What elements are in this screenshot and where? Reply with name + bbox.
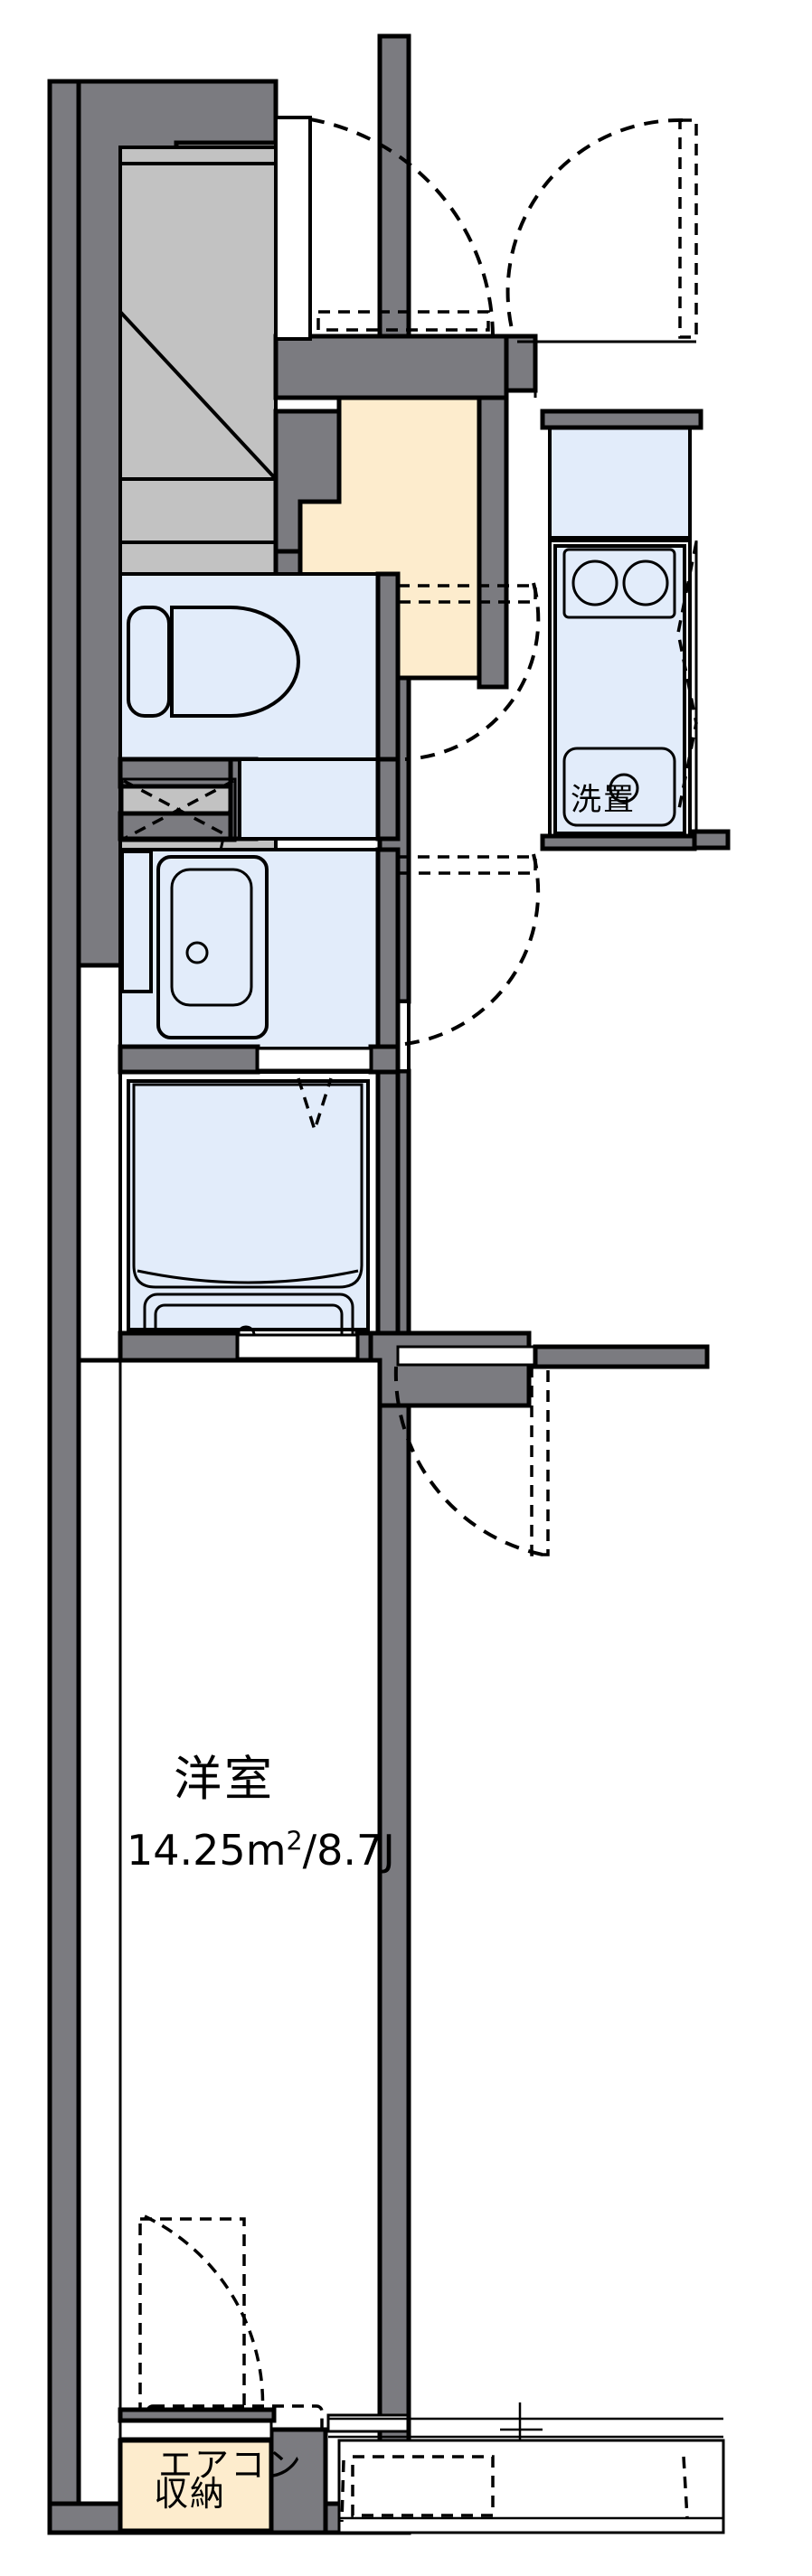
storage-closet (118, 2427, 328, 2535)
upper-closet-door (505, 118, 698, 339)
washer-space (548, 423, 692, 540)
staircase (118, 146, 278, 967)
main-room-door (393, 1365, 550, 1556)
main-room-label: 洋室 (174, 1752, 275, 1807)
aircon-label: エアコン (158, 2445, 304, 2485)
main-room-area-tail: /8.7J (302, 1826, 395, 1875)
toilet-room (118, 572, 380, 761)
vent-hatch (120, 777, 237, 842)
washer-label: 洗置 (571, 782, 636, 818)
washroom (118, 848, 380, 1050)
main-room-area-sup: 2 (286, 1826, 303, 1857)
kitchen-counter (548, 539, 692, 841)
kitchen-side-door (676, 541, 698, 836)
main-room-area-label: 14.25m2/8.7J (127, 1826, 395, 1875)
storage-label: 収納 (154, 2474, 227, 2514)
washroom-door (396, 853, 541, 1046)
entrance-door (274, 116, 495, 341)
balcony-sliding-window (326, 2402, 725, 2534)
main-room-area-value: 14.25m (127, 1826, 287, 1875)
